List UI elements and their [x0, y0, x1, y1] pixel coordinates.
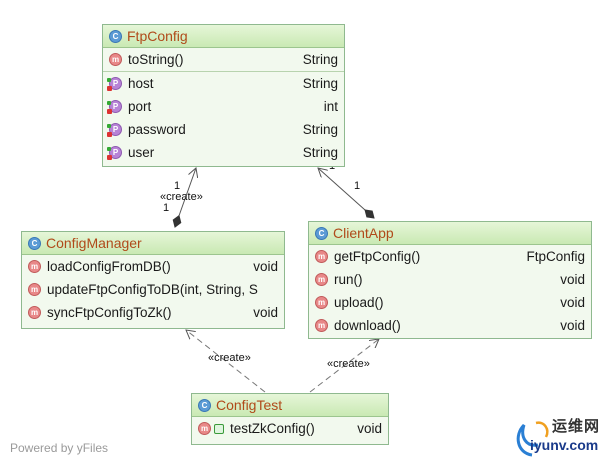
- field-row[interactable]: P port int: [103, 95, 344, 118]
- create-stereotype-label: «create»: [160, 191, 203, 203]
- class-name: FtpConfig: [127, 28, 188, 44]
- property-icon: P: [107, 77, 122, 91]
- method-row[interactable]: m getFtpConfig() FtpConfig: [309, 245, 591, 268]
- method-type: String: [302, 52, 338, 67]
- class-header[interactable]: C ConfigManager: [22, 232, 284, 255]
- method-name: testZkConfig(): [230, 421, 315, 436]
- method-row[interactable]: m run() void: [309, 268, 591, 291]
- edge-test-to-clientapp: [309, 339, 379, 393]
- watermark-url: iyunv.com: [530, 437, 599, 453]
- method-icon: m: [315, 250, 328, 263]
- method-icon: m: [109, 53, 122, 66]
- method-name: toString(): [128, 52, 184, 67]
- class-header[interactable]: C FtpConfig: [103, 25, 344, 48]
- method-icon: m: [198, 422, 211, 435]
- field-name: host: [128, 76, 154, 91]
- method-row[interactable]: m updateFtpConfigToDB(int, String, S: [22, 278, 284, 301]
- class-box-configmanager[interactable]: C ConfigManager m loadConfigFromDB() voi…: [21, 231, 285, 329]
- mult-label: 1: [174, 180, 181, 192]
- method-type: void: [560, 318, 585, 333]
- class-box-ftpconfig[interactable]: C FtpConfig m toString() String P host S…: [102, 24, 345, 167]
- method-name: upload(): [334, 295, 384, 310]
- method-name: run(): [334, 272, 363, 287]
- method-row[interactable]: m download() void: [309, 314, 591, 337]
- method-name: syncFtpConfigToZk(): [47, 305, 172, 320]
- method-icon: m: [315, 319, 328, 332]
- create-stereotype-label: «create»: [208, 352, 251, 364]
- field-type: String: [302, 145, 338, 160]
- method-name: updateFtpConfigToDB(int, String, S: [47, 282, 258, 297]
- powered-by-label: Powered by yFiles: [10, 441, 109, 455]
- class-name: ConfigTest: [216, 397, 283, 413]
- method-icon: m: [28, 306, 41, 319]
- watermark-swirl-icon: [516, 421, 549, 457]
- property-icon: P: [107, 146, 122, 160]
- field-row[interactable]: P user String: [103, 141, 344, 164]
- method-type: void: [357, 421, 382, 436]
- method-icon: m: [315, 273, 328, 286]
- field-row[interactable]: P host String: [103, 72, 344, 95]
- edge-cm-to-ftpconfig: [175, 168, 196, 227]
- method-name: loadConfigFromDB(): [47, 259, 171, 274]
- method-icon: m: [28, 260, 41, 273]
- property-icon: P: [107, 100, 122, 114]
- method-icon: m: [315, 296, 328, 309]
- field-name: user: [128, 145, 155, 160]
- class-icon: C: [28, 236, 41, 250]
- method-row[interactable]: m syncFtpConfigToZk() void: [22, 301, 284, 324]
- class-header[interactable]: C ClientApp: [309, 222, 591, 245]
- method-row[interactable]: m upload() void: [309, 291, 591, 314]
- class-name: ConfigManager: [46, 235, 142, 251]
- method-type: void: [253, 259, 278, 274]
- field-name: port: [128, 99, 152, 114]
- field-name: password: [128, 122, 186, 137]
- class-name: ClientApp: [333, 225, 394, 241]
- method-type: void: [253, 305, 278, 320]
- class-icon: C: [315, 226, 328, 240]
- mult-label: 1: [354, 180, 361, 192]
- class-box-configtest[interactable]: C ConfigTest m testZkConfig() void: [191, 393, 389, 445]
- class-box-clientapp[interactable]: C ClientApp m getFtpConfig() FtpConfig m…: [308, 221, 592, 339]
- method-type: void: [560, 295, 585, 310]
- watermark-logo: 运维网 iyunv.com: [512, 415, 608, 460]
- edge-clientapp-to-ftpconfig: [318, 168, 374, 218]
- method-name: getFtpConfig(): [334, 249, 421, 264]
- edge-test-to-configmanager: [186, 330, 266, 393]
- watermark-site-name: 运维网: [552, 418, 601, 435]
- class-icon: C: [109, 29, 122, 43]
- lock-icon: [214, 423, 224, 434]
- method-icon: m: [28, 283, 41, 296]
- method-name: download(): [334, 318, 401, 333]
- method-row[interactable]: m testZkConfig() void: [192, 417, 388, 440]
- property-icon: P: [107, 123, 122, 137]
- method-type: void: [560, 272, 585, 287]
- method-row[interactable]: m toString() String: [103, 48, 344, 71]
- field-type: int: [323, 99, 338, 114]
- class-header[interactable]: C ConfigTest: [192, 394, 388, 417]
- field-type: String: [302, 122, 338, 137]
- field-type: String: [302, 76, 338, 91]
- test-class-icon: C: [198, 398, 211, 412]
- field-row[interactable]: P password String: [103, 118, 344, 141]
- method-row[interactable]: m loadConfigFromDB() void: [22, 255, 284, 278]
- create-stereotype-label: «create»: [327, 358, 370, 370]
- mult-label: 1: [163, 202, 170, 214]
- method-type: FtpConfig: [526, 249, 585, 264]
